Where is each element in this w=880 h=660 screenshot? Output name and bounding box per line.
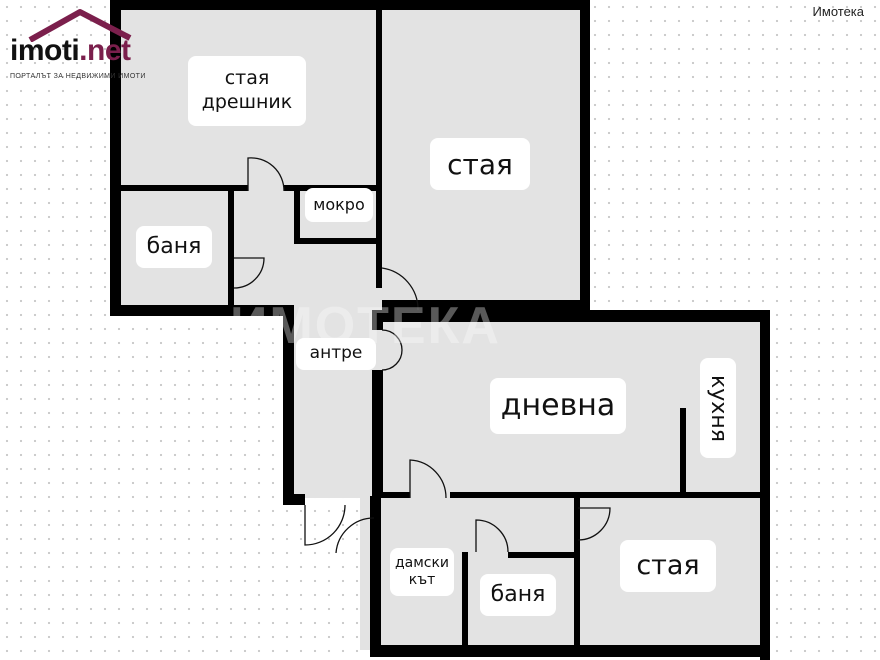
wall-ladies-right <box>462 552 468 646</box>
door-entrance-2 <box>335 517 375 554</box>
top-watermark: Имотека <box>812 4 864 19</box>
wall-wet-bottom <box>294 238 380 244</box>
walls <box>110 0 770 660</box>
label-hallway: антре <box>296 338 376 370</box>
brand-logo[interactable]: imoti.net ПОРТАЛЪТ ЗА НЕДВИЖИМИ ИМОТИ <box>8 8 178 88</box>
wall-right-bottom <box>760 310 770 660</box>
wall-room-big-left <box>376 10 382 288</box>
wall-hall-left <box>283 305 294 505</box>
label-room-walkin: стая дрешник <box>188 56 306 126</box>
door-living-hall <box>381 329 403 371</box>
wall-ladies-left <box>370 496 381 657</box>
wall-mid-bottom-right <box>382 300 590 310</box>
wall-living-bottom-a <box>380 492 410 498</box>
wall-living-bottom-b <box>450 492 760 498</box>
door-bath-top <box>233 257 265 289</box>
logo-subtitle: ПОРТАЛЪТ ЗА НЕДВИЖИМИ ИМОТИ <box>10 73 146 80</box>
label-room-bottom: стая <box>620 540 716 592</box>
wall-mid-bottom-left <box>110 305 294 316</box>
label-bath-top: баня <box>136 226 212 268</box>
wall-bath-right <box>228 185 234 305</box>
label-ladies-room: дамски кът <box>390 548 454 596</box>
door-room-bottom <box>577 507 611 541</box>
wall-right-top <box>580 0 590 310</box>
wall-kitchen <box>680 408 686 496</box>
door-entrance <box>304 504 346 546</box>
floor-hall <box>288 306 382 498</box>
logo-domain: .net <box>79 34 131 67</box>
wall-bottom <box>370 645 770 657</box>
wall-bath-bottom-top <box>508 552 578 558</box>
door-walkin <box>247 157 285 192</box>
wall-left <box>110 0 121 316</box>
door-swings <box>233 157 611 554</box>
wall-top <box>110 0 590 10</box>
floor-connector <box>236 300 386 310</box>
logo-main: imoti <box>10 34 80 67</box>
logo-wordmark: imoti.net <box>10 36 131 66</box>
wall-hall-bottom-left <box>283 494 305 505</box>
door-ladies <box>409 459 447 499</box>
label-bath-bottom: баня <box>480 574 556 616</box>
label-kitchen: кухня <box>700 358 736 458</box>
wall-living-top <box>372 310 770 322</box>
label-room-big: стая <box>430 138 530 190</box>
label-living: дневна <box>490 378 626 434</box>
wall-wet-left <box>294 185 300 243</box>
wall-walkin-bottom-left <box>120 185 248 191</box>
wall-hall-right <box>372 370 383 496</box>
wall-room-bottom-left <box>574 498 580 646</box>
door-room-big <box>381 267 419 311</box>
label-wet-area: мокро <box>305 188 373 222</box>
door-bath-bottom <box>475 519 509 553</box>
house-roof-icon <box>28 9 132 42</box>
